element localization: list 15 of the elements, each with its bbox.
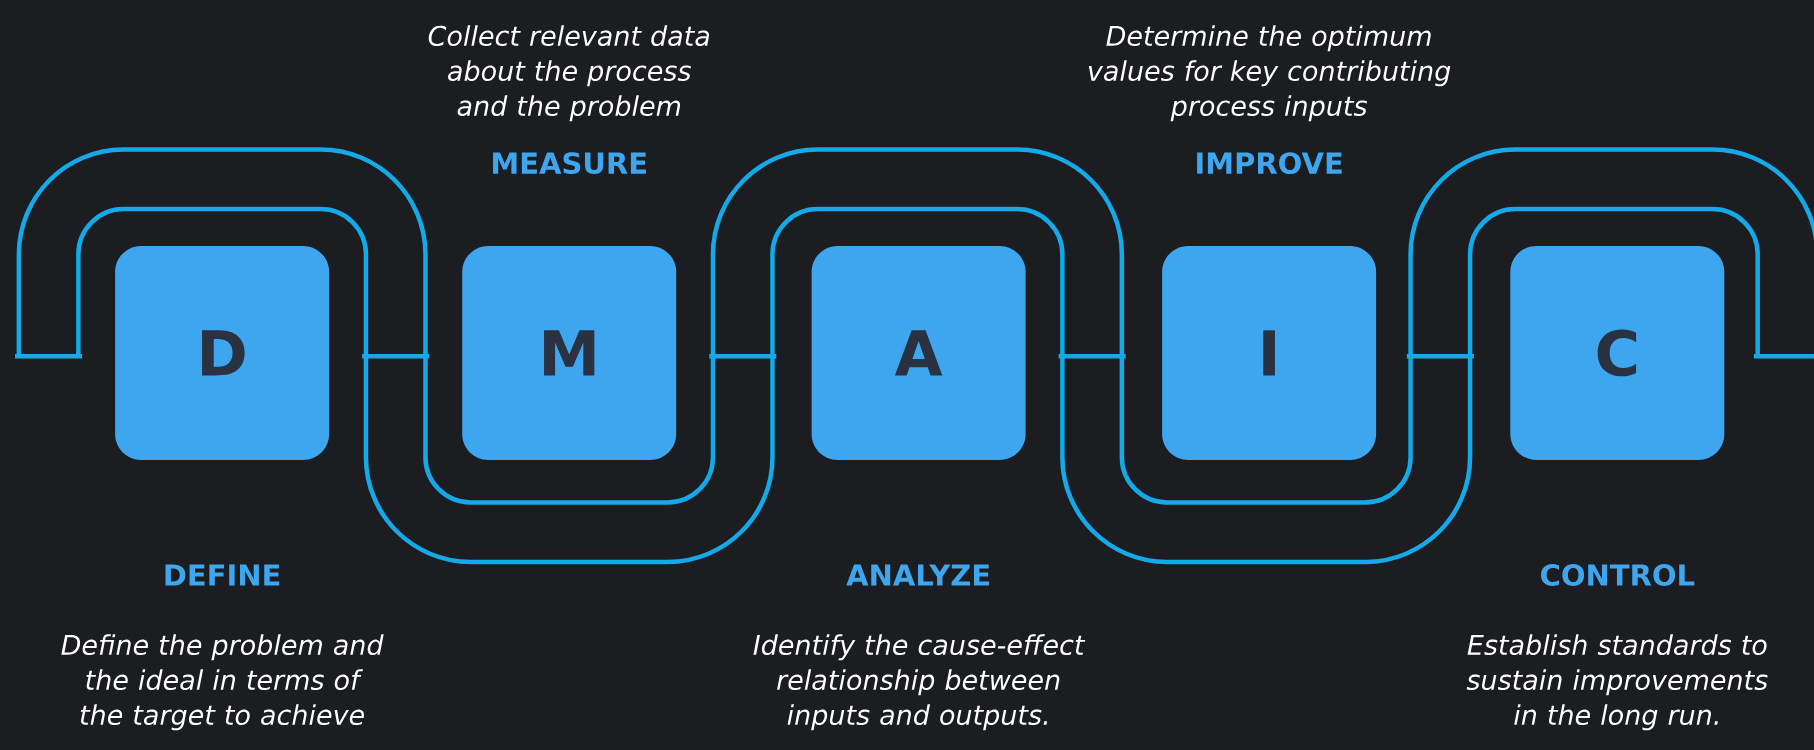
step-description: Define the problem and the ideal in terms of the target to achieve [61,634,384,731]
step-description: Determine the optimum values for key contributing process inputs [1088,25,1451,122]
step-heading: IMPROVE [1197,152,1342,175]
letter-box: M [462,245,677,460]
step-description: Identify the cause-effect relationship between inputs and outputs. [753,634,1086,731]
letter-box: D [115,245,330,460]
letter-box: A [811,245,1026,460]
step-description: Establish standards to sustain improvements in the long run. [1466,634,1768,731]
letter-box: I [1162,245,1377,460]
step-heading: DEFINE [165,564,280,586]
step-heading: CONTROL [1541,564,1695,586]
letter-box: C [1510,245,1725,460]
step-heading: ANALYZE [846,564,989,586]
step-description: Collect relevant data about the process and the problem [428,25,710,122]
step-heading: MEASURE [493,152,646,175]
